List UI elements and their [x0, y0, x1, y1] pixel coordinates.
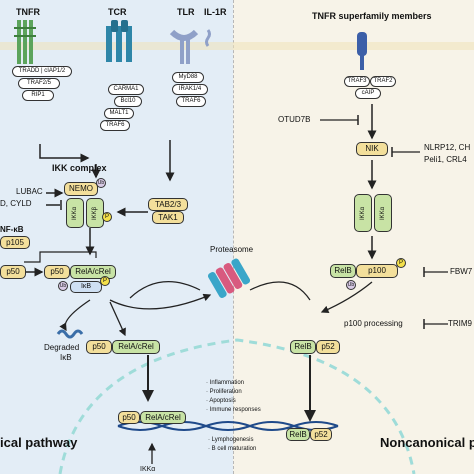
traf6-tcr-adaptor: TRAF6	[100, 120, 130, 131]
dna-helix	[117, 421, 339, 431]
nemo-ub-badge: Ub	[96, 178, 106, 188]
nemo-box: NEMO	[64, 182, 98, 196]
irak-adaptor: IRAK1/4	[172, 84, 208, 95]
nik-box: NIK	[356, 142, 388, 156]
nuclear-membrane	[58, 338, 416, 474]
p100-phospho-badge: P	[396, 258, 406, 268]
otud7b-label: OTUD7B	[278, 115, 311, 124]
degraded-ikb-label: IκB	[60, 353, 72, 362]
outcome-noncanonical-0: · Lymphogenesis	[208, 437, 254, 443]
tnfr-receptor	[14, 20, 36, 64]
ikb-phospho-badge: P	[100, 276, 110, 286]
ikka-nuclear-label: IKKα	[140, 466, 156, 473]
ciap-adaptor: cAIP	[355, 88, 381, 99]
panel-divider	[233, 0, 234, 474]
relb-nuclear-box: RelB	[286, 428, 310, 441]
outcome-noncanonical-1: · B cell maturation	[208, 446, 257, 452]
outcome-canonical-0: · Inflammation	[206, 380, 245, 386]
proteasome-shape	[207, 258, 251, 299]
cell-membrane	[0, 42, 474, 50]
nfkb-label: NF-κB	[0, 225, 24, 234]
outcome-canonical-3: · Immune responses	[206, 407, 261, 413]
relb-active-box: RelB	[290, 340, 316, 354]
tnfr-superfamily-receptor	[357, 32, 367, 70]
noncanonical-pathway-label: Noncanonical p	[380, 435, 474, 450]
ikkb-phospho-badge: P	[102, 212, 112, 222]
rip1-adaptor: RIP1	[22, 90, 54, 101]
bcl10-adaptor: Bcl10	[114, 96, 142, 107]
tnfr-label: TNFR	[16, 7, 40, 17]
tradd-ciap-adaptor: TRADD | cIAP1/2	[12, 66, 72, 77]
fbw-label: FBW7	[450, 267, 473, 276]
tcr-receptor	[106, 20, 132, 62]
rela-complex-box: RelA/cRel	[70, 265, 116, 279]
canonical-pathway-label: ical pathway	[0, 435, 78, 450]
degraded-label: Degraded	[44, 343, 80, 352]
ikkb-box: IKKβ	[86, 198, 104, 228]
nik-inhibitors-bottom: Peli1, CRL4	[424, 155, 467, 164]
malt1-adaptor: MALT1	[104, 108, 134, 119]
traf6-tlr-adaptor: TRAF6	[176, 96, 206, 107]
tnfr-superfamily-label: TNFR superfamily members	[312, 11, 432, 21]
proteasome-label: Proteasome	[210, 245, 254, 254]
trim-label: TRIM9	[448, 319, 472, 328]
rela-active-box: RelA/cRel	[112, 340, 160, 354]
ikka-box: IKKα	[66, 198, 84, 228]
ikk-complex-label: IKK complex	[52, 163, 107, 173]
tcr-label: TCR	[108, 7, 127, 17]
p100-ub-badge: Ub	[346, 280, 356, 290]
p52-active-box: p52	[316, 340, 340, 354]
degraded-ikb-fragments	[56, 329, 84, 339]
tak1-box: TAK1	[152, 211, 184, 224]
p105-box: p105	[0, 236, 30, 249]
a20-cyld-label: D, CYLD	[0, 199, 32, 208]
outcome-canonical-2: · Apoptosis	[206, 398, 236, 404]
p50-nuclear-box: p50	[118, 411, 140, 424]
traf25-adaptor: TRAF2/5	[18, 78, 60, 89]
p100-box: p100	[356, 264, 398, 278]
relb-box: RelB	[330, 264, 356, 278]
myd88-adaptor: MyD88	[172, 72, 204, 83]
outcome-canonical-1: · Proliferation	[206, 389, 242, 395]
ikka-box-2: IKKα	[374, 194, 392, 232]
p50-free-box: p50	[0, 265, 26, 279]
tlr-label: TLR	[177, 7, 195, 17]
ikka-box-1: IKKα	[354, 194, 372, 232]
nik-inhibitors-top: NLRP12, CH	[424, 143, 471, 152]
tab23-box: TAB2/3	[148, 198, 188, 211]
rela-nuclear-box: RelA/cRel	[140, 411, 186, 424]
p50-complex-box: p50	[44, 265, 70, 279]
carma1-adaptor: CARMA1	[108, 84, 144, 95]
ikb-ub-badge: Ub	[58, 281, 68, 291]
il1r-label: IL-1R	[204, 7, 227, 17]
tlr-receptor	[169, 29, 211, 64]
p50-active-box: p50	[86, 340, 112, 354]
p100-processing-label: p100 processing	[344, 319, 403, 328]
lubac-label: LUBAC	[16, 187, 43, 196]
traf3-adaptor: TRAF3	[344, 76, 370, 87]
ikb-box: IκB	[70, 281, 102, 293]
traf2-adaptor: TRAF2	[370, 76, 396, 87]
p52-nuclear-box: p52	[310, 428, 332, 441]
